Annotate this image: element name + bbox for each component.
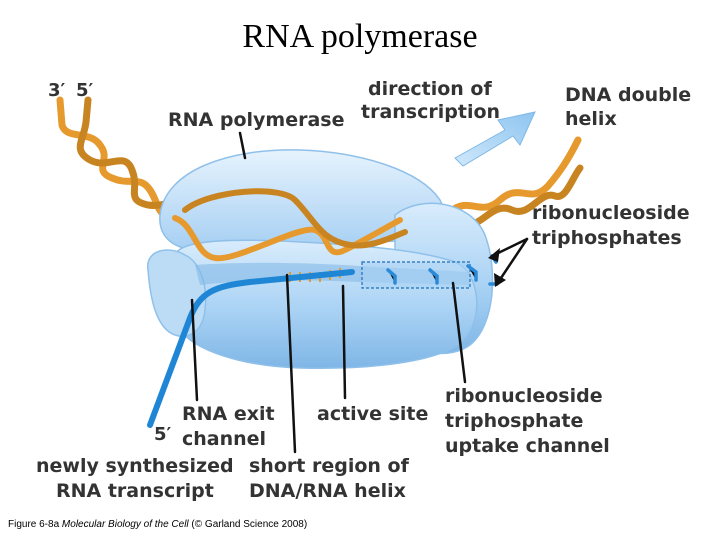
hybrid-label-line2: DNA/RNA helix — [249, 480, 406, 502]
dna-upstream-strands — [56, 96, 189, 222]
direction-label-line2: transcription — [361, 101, 500, 123]
rna-transcript — [147, 269, 355, 428]
direction-label-line1: direction of — [368, 78, 492, 100]
rna-polymerase-label: RNA polymerase — [168, 109, 344, 131]
transcript-label-line2: RNA transcript — [56, 480, 214, 502]
caption-suffix: (© Garland Science 2008) — [188, 519, 308, 530]
dna-5-prime-label: 5′ — [76, 80, 94, 101]
dna-3-prime-label: 3′ — [48, 80, 66, 101]
caption-prefix: Figure 6-8a — [8, 519, 62, 530]
rna-5-prime-label: 5′ — [154, 424, 172, 445]
slide-title: RNA polymerase — [242, 18, 478, 55]
uptake-label-line3: uptake channel — [445, 435, 610, 457]
caption-book-title: Molecular Biology of the Cell — [61, 519, 189, 530]
dna-helix-label-line1: DNA double — [565, 84, 691, 106]
figure-caption: Figure 6-8a Molecular Biology of the Cel… — [8, 519, 307, 530]
uptake-label-line1: ribonucleoside — [445, 385, 603, 407]
dna-coding-strand — [182, 188, 408, 249]
ntp-label-line2: triphosphates — [532, 227, 682, 249]
ntp-arrowhead-icon — [488, 248, 500, 262]
exit-channel-label-line1: RNA exit — [182, 403, 275, 425]
direction-arrow-icon — [454, 111, 536, 167]
ntp-label-line1: ribonucleoside — [532, 202, 690, 224]
exit-channel-label-line2: channel — [182, 428, 266, 450]
ntp-molecules-in-channel — [386, 268, 439, 285]
ntp-arrowhead-icon — [494, 273, 506, 287]
leader-lines — [190, 131, 529, 454]
transcript-label-line1: newly synthesized — [36, 455, 234, 477]
uptake-label-line2: triphosphate — [445, 410, 583, 432]
dna-helix-label-line2: helix — [565, 108, 617, 130]
hybrid-label-line1: short region of — [249, 455, 410, 477]
active-site-label: active site — [317, 403, 428, 425]
